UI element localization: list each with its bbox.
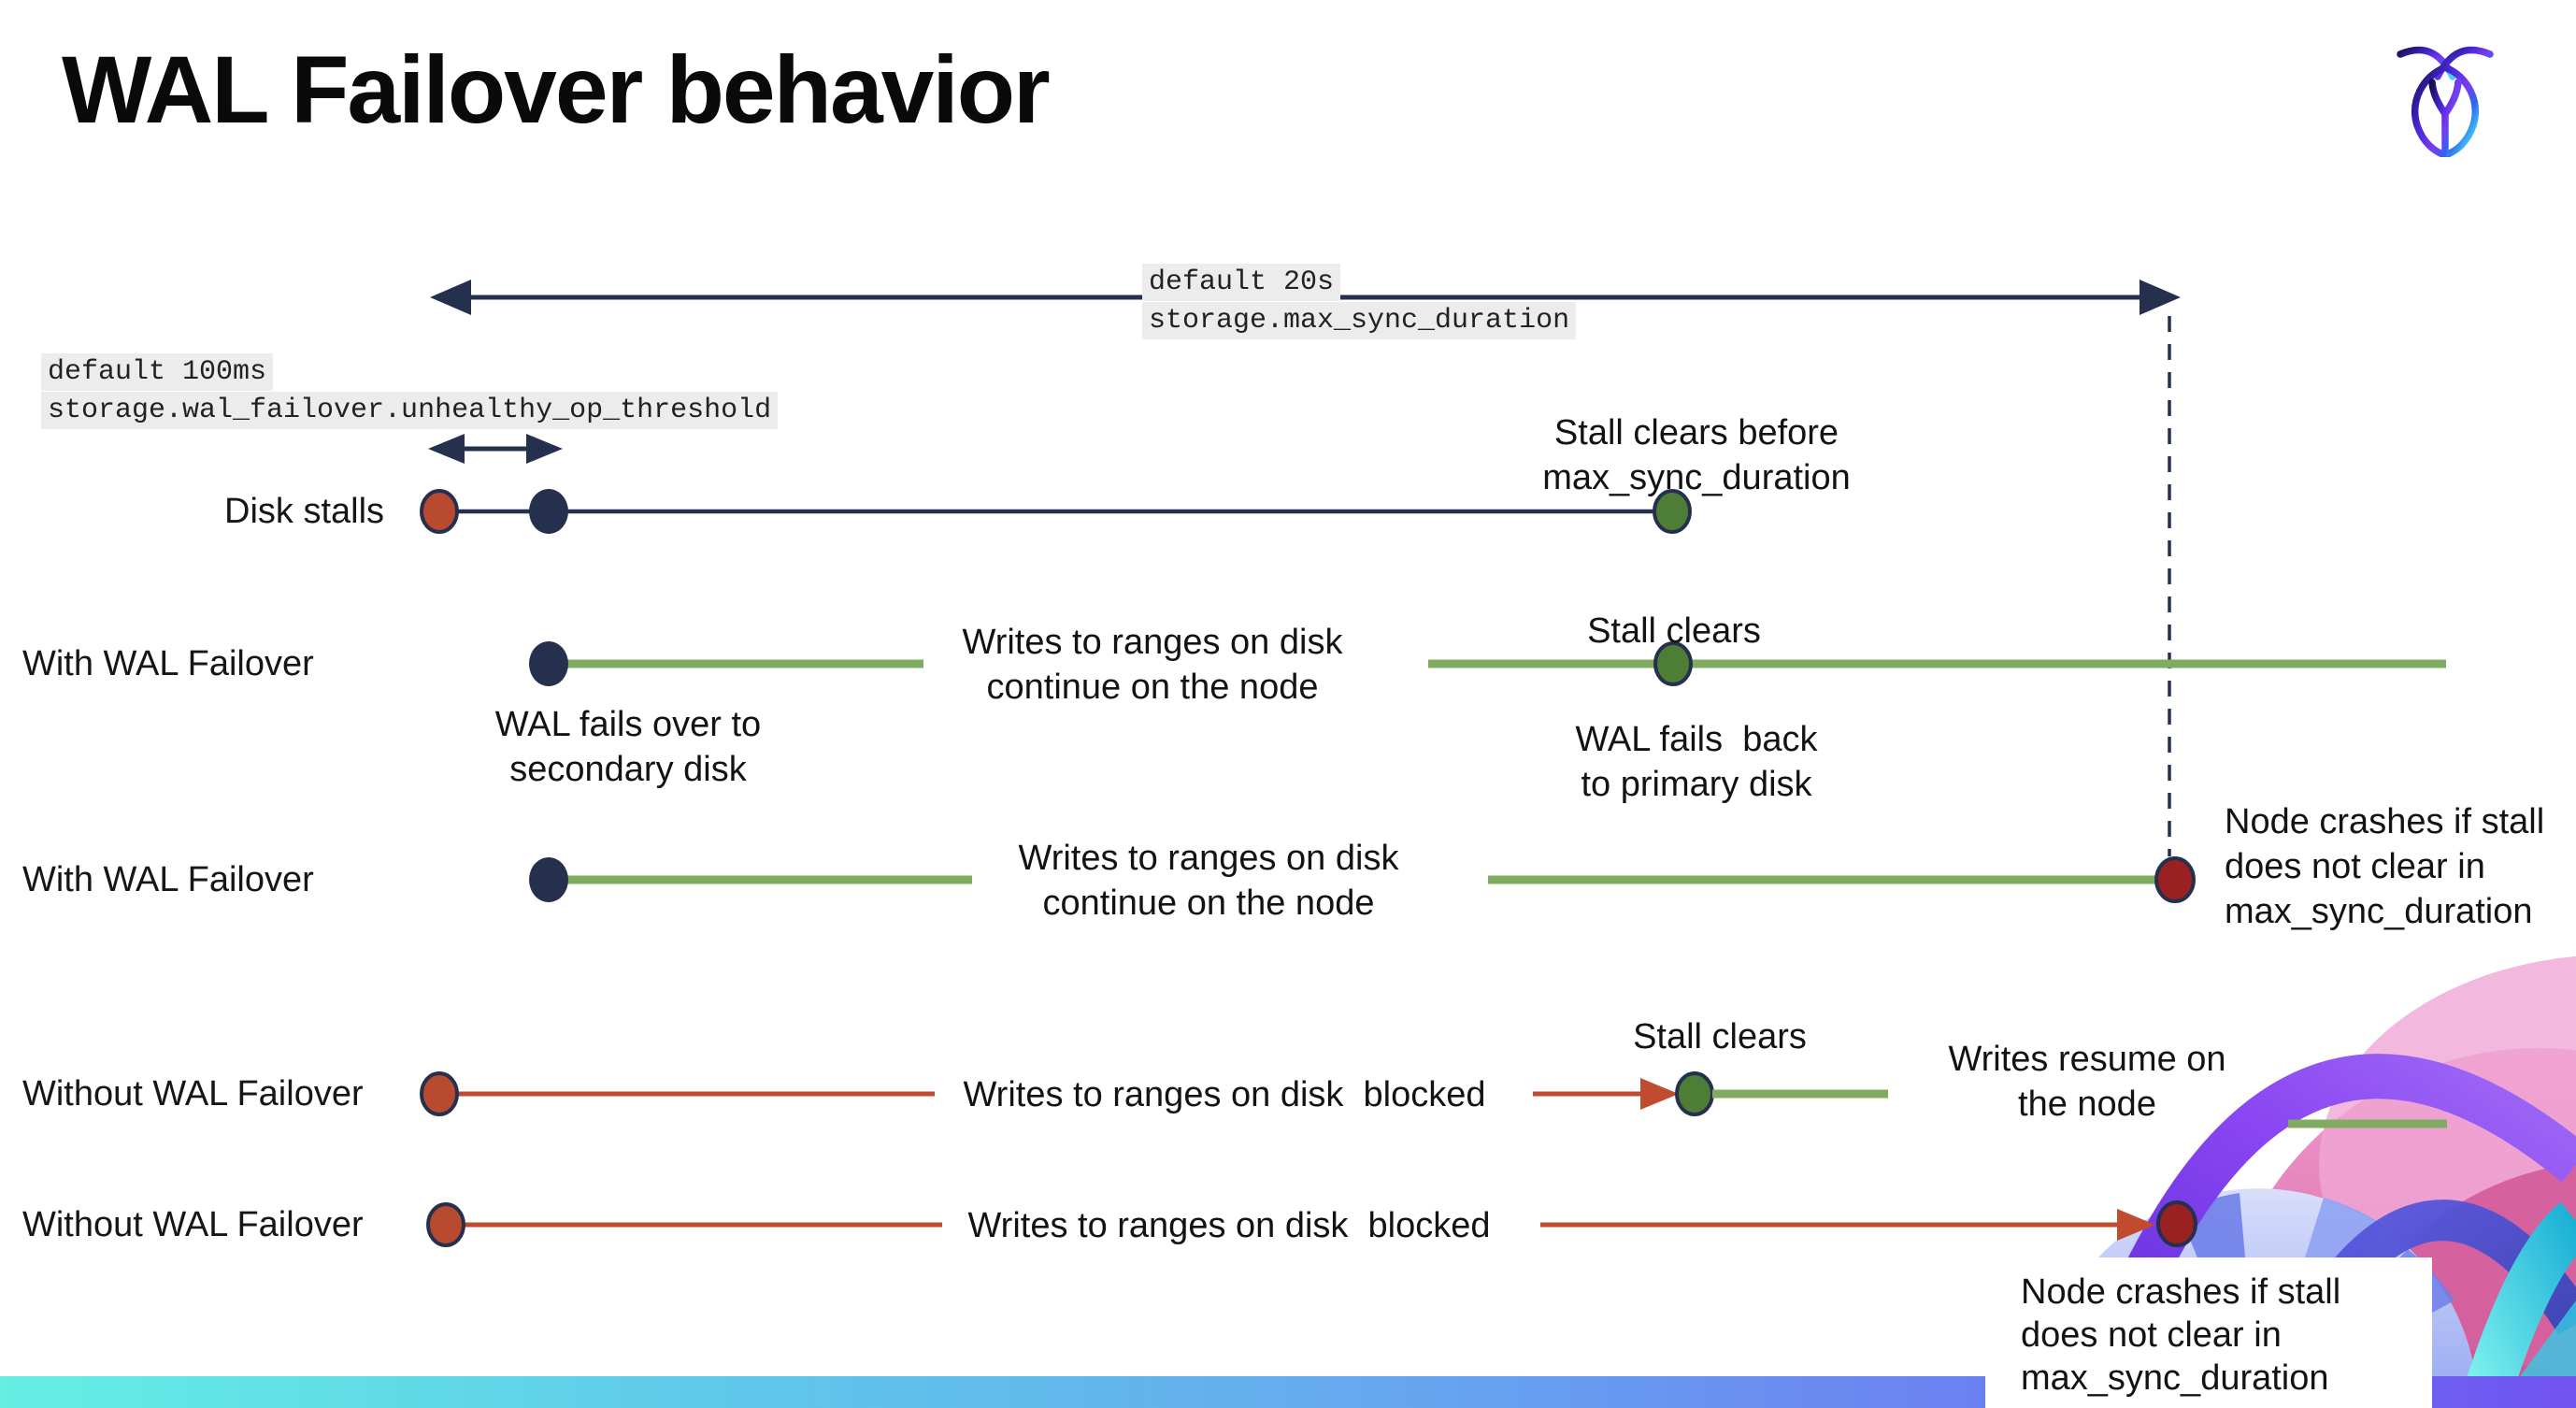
stall-clears-bottom-label: Stall clears (1633, 1017, 1807, 1056)
max-sync-default-label: default 20s (1142, 264, 1341, 301)
threshold-dot (529, 489, 568, 534)
writes-continue-2-line1: Writes to ranges on disk (1018, 839, 1399, 878)
unhealthy-op-default-label: default 100ms (41, 353, 274, 391)
node-crash-dot (2154, 856, 2196, 903)
logo-mark (2397, 46, 2494, 157)
writes-blocked-2-label: Writes to ranges on disk blocked (967, 1206, 1491, 1245)
writes-continue-1-line2: continue on the node (986, 668, 1319, 707)
node-crash-bottom-box: Node crashes if stall does not clear in … (1985, 1257, 2432, 1408)
row-label-disk-stalls: Disk stalls (224, 492, 385, 531)
failover-dot (529, 857, 568, 902)
row-label-with-failover-2: With WAL Failover (22, 860, 314, 899)
node-crash-mid-line3: max_sync_duration (2225, 892, 2533, 931)
failover-secondary-line2: secondary disk (509, 750, 747, 789)
row-label-without-failover-2: Without WAL Failover (22, 1205, 364, 1244)
stall-start-dot (420, 1071, 459, 1116)
fail-back-line1: WAL fails back (1575, 720, 1818, 759)
unhealthy-op-setting-label: storage.wal_failover.unhealthy_op_thresh… (41, 392, 779, 429)
unhealthy-op-threshold-arrow (428, 434, 563, 464)
fail-back-line2: to primary disk (1581, 765, 1812, 804)
stall-start-dot (420, 489, 459, 534)
cockroachdb-logo (2397, 46, 2494, 157)
writes-resume-line2: the node (2018, 1085, 2156, 1124)
max-sync-setting-label: storage.max_sync_duration (1142, 302, 1577, 339)
writes-continue-1-line1: Writes to ranges on disk (962, 623, 1343, 662)
writes-continue-2-line2: continue on the node (1042, 884, 1375, 923)
arrowhead-right (526, 434, 563, 464)
stall-start-dot (426, 1202, 465, 1247)
stall-clears-dot (1675, 1071, 1714, 1116)
node-crash-bottom-line3: max_sync_duration (2021, 1358, 2329, 1398)
failover-secondary-line1: WAL fails over to (494, 705, 762, 744)
row-with-failover-1-graphics (529, 641, 2446, 686)
arrowhead-right (2140, 280, 2181, 315)
art-cyan-arc (2459, 1201, 2576, 1408)
logo-inner-y (2428, 79, 2462, 157)
page-title: WAL Failover behavior (62, 36, 1051, 143)
row-label-with-failover-1: With WAL Failover (22, 644, 314, 683)
stall-clears-before-line2: max_sync_duration (1542, 458, 1851, 497)
node-crash-bottom-line2: does not clear in (2021, 1315, 2282, 1355)
stall-clears-mid-label: Stall clears (1587, 611, 1761, 651)
node-crash-mid-line1: Node crashes if stall (2225, 802, 2545, 841)
stall-clears-before-line1: Stall clears before (1553, 413, 1839, 453)
writes-blocked-1-label: Writes to ranges on disk blocked (963, 1075, 1486, 1114)
writes-resume-line1: Writes resume on (1948, 1040, 2226, 1079)
logo-antenna-right (2434, 46, 2494, 80)
failover-dot (529, 641, 568, 686)
row-label-without-failover-1: Without WAL Failover (22, 1074, 364, 1113)
arrowhead-left (428, 434, 465, 464)
node-crash-bottom-line1: Node crashes if stall (2021, 1272, 2341, 1312)
arrowhead-right (1640, 1078, 1679, 1110)
arrowhead-left (430, 280, 471, 315)
node-crash-mid-line2: does not clear in (2225, 847, 2485, 886)
